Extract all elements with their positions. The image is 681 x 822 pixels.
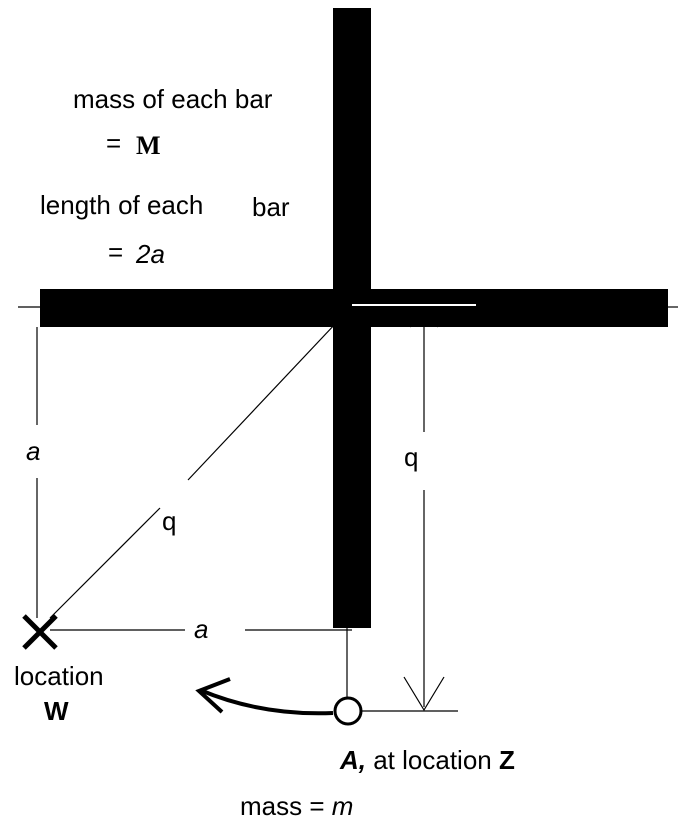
location-w-cross-icon — [22, 614, 58, 650]
mass-equals-sign: = — [106, 128, 121, 158]
dim-q-diagonal-label: q — [162, 506, 176, 536]
mass-m-text: mass = — [240, 791, 332, 821]
dim-q-arrowhead-bottom — [403, 676, 445, 712]
point-a-location-z: Z — [499, 745, 515, 775]
motion-arrow-head — [195, 677, 231, 714]
dim-a-horizontal-label: a — [194, 614, 208, 644]
diagonal-q-line-lower — [49, 507, 161, 619]
point-a-name: A, — [339, 745, 366, 775]
horizontal-bar — [40, 289, 668, 327]
location-w-letter: W — [44, 696, 69, 726]
dim-a-vertical-label: a — [26, 436, 40, 466]
mass-m-symbol: m — [332, 791, 354, 821]
location-w-label: location — [14, 661, 104, 691]
diagonal-q-line-upper — [187, 321, 338, 481]
length-value-2a: 2a — [135, 239, 165, 269]
mass-symbol-m-upper: M — [136, 131, 161, 160]
length-equals-sign: = — [108, 237, 123, 267]
point-a-text: at location — [366, 745, 499, 775]
length-bar-label: bar — [252, 192, 290, 222]
mass-m-label: mass = m — [240, 791, 353, 821]
mass-a-circle — [333, 696, 363, 726]
length-of-each-label: length of each — [40, 190, 203, 220]
motion-arrow-curve — [199, 688, 334, 716]
dim-q-vertical-label: q — [404, 442, 418, 472]
point-a-label: A, at location Z — [339, 745, 515, 775]
dim-q-arrowhead-top — [409, 308, 439, 328]
mass-of-each-bar-label: mass of each bar — [73, 84, 273, 114]
